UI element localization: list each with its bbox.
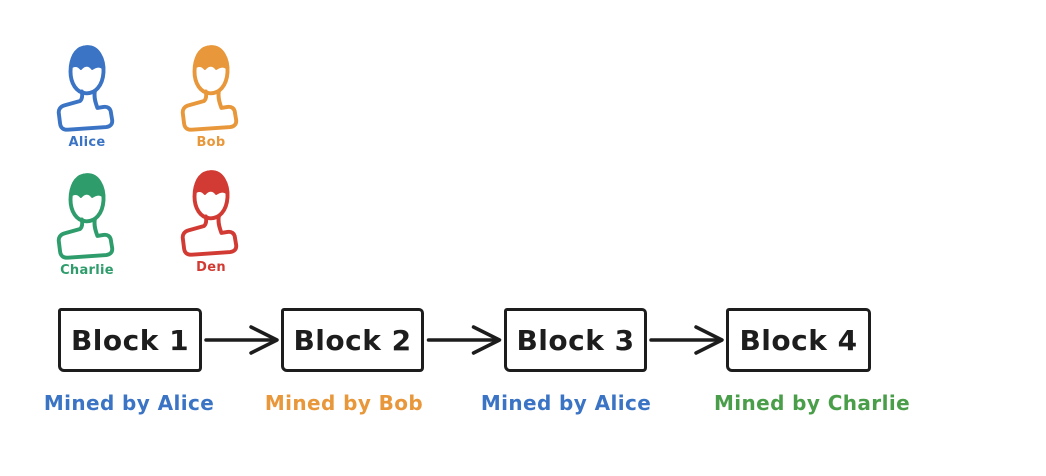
block-4-box: Block 4 [726, 308, 871, 372]
person-icon [56, 44, 115, 132]
block-label: Block 2 [293, 323, 412, 357]
person-den: Den [170, 167, 252, 275]
miner-label: Mined by Alice [480, 391, 652, 415]
block-label: Block 3 [516, 323, 635, 357]
person-charlie: Charlie [46, 170, 128, 278]
person-icon [180, 169, 239, 257]
miner-label: Mined by Charlie [713, 391, 911, 415]
person-name-label: Den [196, 260, 226, 275]
block-label: Block 1 [70, 323, 190, 357]
person-name-label: Bob [196, 135, 226, 150]
block-1-box: Block 1 [58, 308, 202, 372]
block-label: Block 4 [739, 323, 858, 357]
person-name-label: Charlie [60, 263, 114, 278]
person-bob: Bob [170, 42, 252, 150]
arrow-icon [203, 322, 283, 358]
miner-label: Mined by Alice [43, 391, 215, 415]
block-2-box: Block 2 [281, 308, 424, 372]
arrow-icon [425, 322, 506, 358]
person-icon [56, 172, 115, 260]
person-name-label: Alice [68, 135, 106, 150]
arrow-icon [648, 322, 728, 358]
person-icon [180, 44, 239, 132]
block-3-box: Block 3 [504, 308, 647, 372]
miner-label: Mined by Bob [264, 391, 424, 415]
person-alice: Alice [46, 42, 128, 150]
